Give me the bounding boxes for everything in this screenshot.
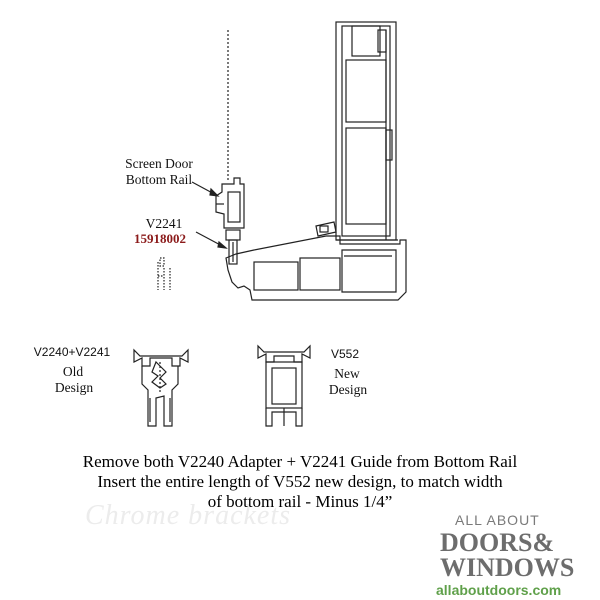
old-parts-label: V2240+V2241 [33, 345, 111, 359]
logo-tagline: ALL ABOUT [455, 512, 540, 528]
new-design-profile [257, 344, 311, 427]
new-design-label-line1: New [334, 366, 360, 381]
instruction-line-1: Remove both V2240 Adapter + V2241 Guide … [82, 452, 518, 471]
bottom-sill-profile [225, 221, 407, 301]
old-design-profile [133, 348, 189, 427]
screen-door-label-line1: Screen Door [125, 156, 193, 171]
instruction-line-2: Insert the entire length of V552 new des… [97, 472, 503, 491]
window-sash-profile [335, 21, 398, 241]
small-profile-detail [157, 257, 171, 290]
part-number-label: 15918002 [134, 231, 186, 246]
logo-windows: WINDOWS [440, 553, 575, 582]
old-design-label-line2: Design [54, 380, 94, 395]
screen-door-bottom-rail [215, 177, 245, 229]
old-design-label-line1: Old [62, 364, 84, 379]
new-part-label: V552 [330, 347, 360, 361]
part-v2241-label: V2241 [145, 216, 183, 231]
new-design-label-line2: Design [328, 382, 368, 397]
logo-doors: DOORS& [440, 528, 555, 557]
instruction-line-3: of bottom rail - Minus 1/4” [207, 492, 393, 511]
screen-door-label-line2: Bottom Rail [125, 172, 193, 187]
v2241-guide [225, 229, 241, 265]
logo-url: allaboutdoors.com [436, 582, 562, 598]
background-watermark: Chrome brackets [85, 500, 292, 531]
